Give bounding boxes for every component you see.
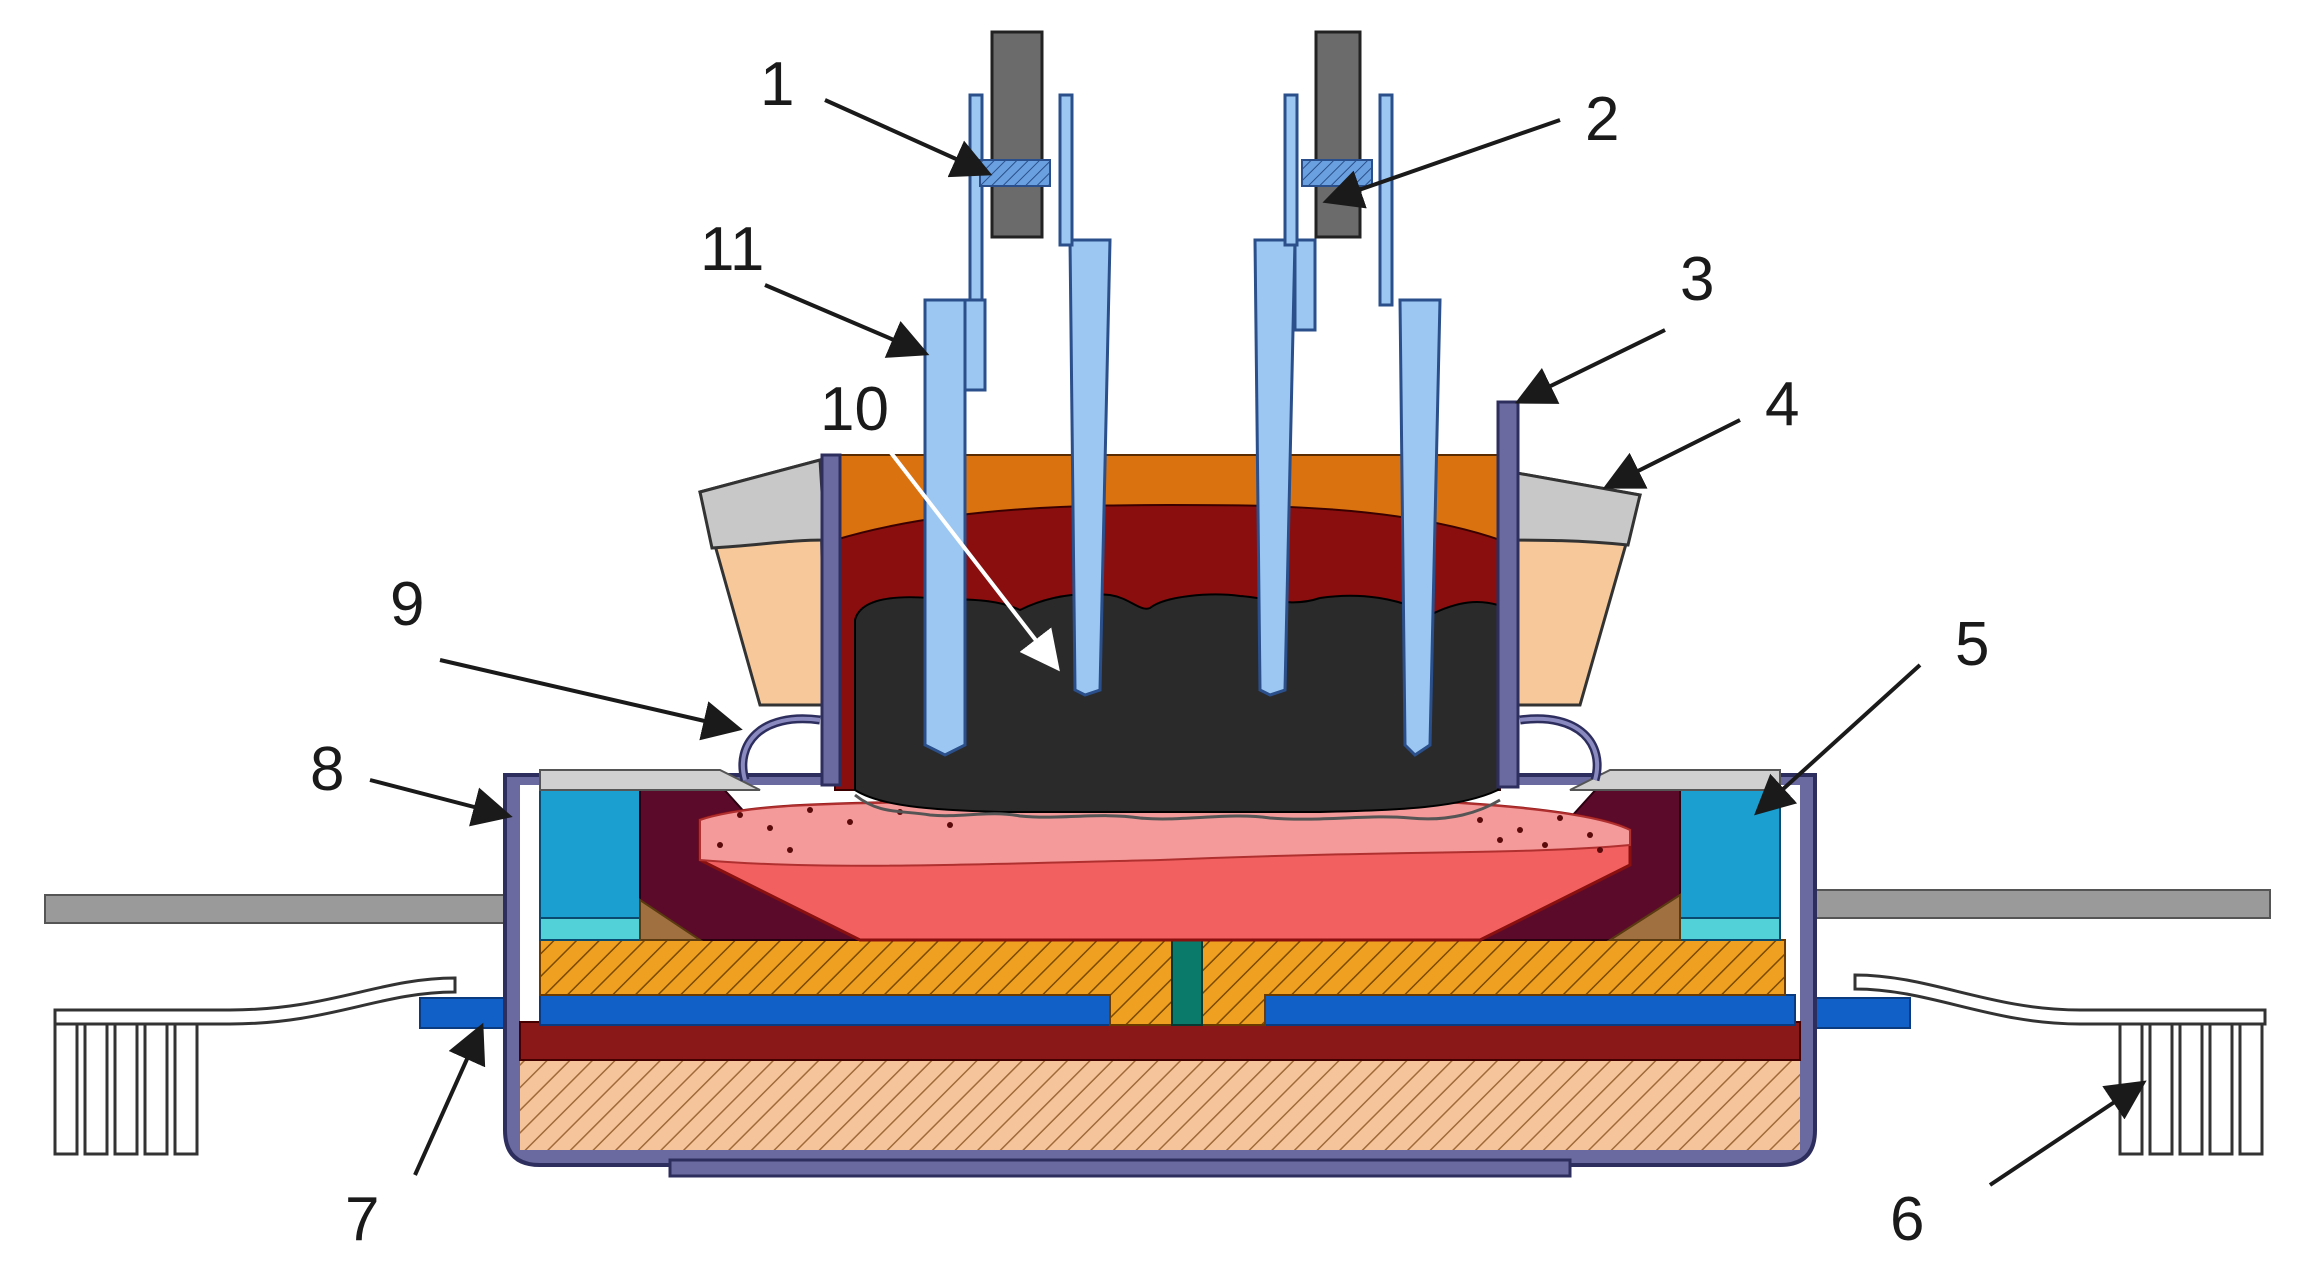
anode-stem-1a [968,93,984,302]
flex-connector-left-inner [740,716,821,781]
arrow-3 [1514,328,1666,404]
charge-bottom-edge [854,793,1501,821]
callout-11: 11 [700,215,764,284]
callout-9: 9 [390,570,424,639]
callout-arrows [369,98,2147,1187]
arrow-2 [1322,118,1561,209]
anode-stem-2a [1283,93,1299,247]
ledge-tan-left [639,898,704,941]
arrow-4 [1602,418,1741,489]
anode-stem-1b [1058,93,1074,247]
flex-connector-right-inner [1519,716,1600,781]
anode-4 [1398,298,1442,757]
callout-3: 3 [1680,245,1714,314]
flex-connector-left [738,714,821,782]
collector-bar-left [539,994,1111,1026]
callout-labels: 1 2 3 4 5 6 7 8 9 10 11 [310,50,1989,1254]
rod-clamp-left [979,159,1051,187]
arrow-5 [1754,663,1922,816]
flex-connector-right [1519,714,1602,782]
anode-1 [923,298,967,757]
callout-1: 1 [760,50,794,119]
anode-2 [1068,238,1112,697]
shell-rail-right [1789,889,2271,919]
anode-stem-2b [1378,93,1394,307]
callout-6: 6 [1890,1185,1924,1254]
sidewall-block-left [539,777,641,919]
busbar-terminal-left [53,976,457,1156]
collector-bar-right [1264,994,1796,1026]
anode-1-holder [963,298,987,392]
anode-rod-left [990,30,1044,239]
refractory-layer [519,1021,1801,1061]
arrow-11 [764,283,930,358]
rod-clamp-right [1301,159,1373,187]
arrow-1 [824,98,993,178]
callout-10: 10 [820,375,889,444]
ledge-tan-right [1606,893,1681,941]
sidewall-band-left [539,917,641,941]
shell-rail-left [44,894,516,924]
callout-5: 5 [1955,610,1989,679]
anode-assembly [923,93,1442,757]
cathode-block [539,939,1786,1026]
callout-4: 4 [1765,370,1799,439]
cover-plate-left [539,769,761,791]
anode-frame-left [820,453,842,787]
busbar-terminal-right [1853,973,2267,1156]
callout-8: 8 [310,735,344,804]
arrow-7 [413,1022,486,1176]
sidewall-block-right [1679,777,1781,919]
arrow-10 [883,443,1060,672]
shell-base-plate [668,1158,1572,1178]
arrow-6 [1988,1080,2147,1187]
callout-2: 2 [1585,85,1619,154]
cathode-connector [1171,939,1203,1026]
arrow-9 [439,658,743,741]
bath-particles [717,807,1603,853]
callout-7: 7 [345,1185,379,1254]
anode-3-holder [1293,238,1317,332]
insulation-cap-left [698,458,827,550]
arrow-8 [369,778,513,827]
anode-rod-right [1314,30,1362,239]
sidewall-band-right [1679,917,1781,941]
anode-frame-right [1496,400,1520,789]
